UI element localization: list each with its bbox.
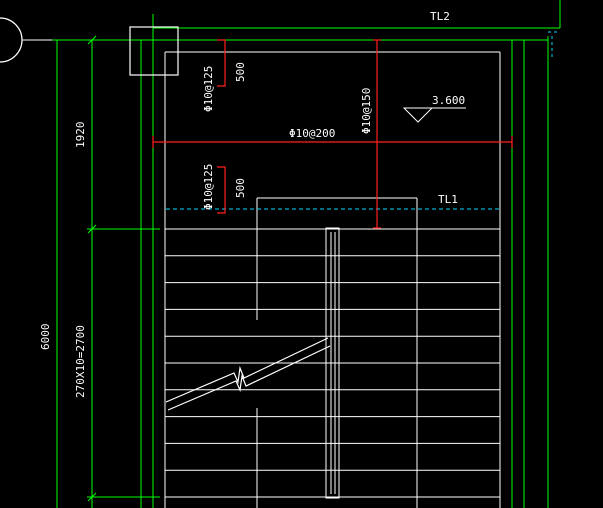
column-box (129, 26, 179, 76)
label-dim-total: 6000 (39, 324, 52, 351)
label-tl1: TL1 (438, 193, 458, 206)
dimension-lines (52, 35, 160, 508)
label-dim-steps: 270X10=2700 (74, 325, 87, 398)
label-tl2: TL2 (430, 10, 450, 23)
label-rebar-right: Φ10@150 (360, 88, 373, 134)
stair-treads (165, 228, 500, 498)
label-rebar-top-left: Φ10@125 (202, 66, 215, 112)
label-rebar-len-mid: 500 (234, 178, 247, 198)
label-rebar-len-top: 500 (234, 62, 247, 82)
label-elevation: 3.600 (432, 94, 465, 107)
label-dim-landing: 1920 (74, 122, 87, 149)
stair-outline (164, 51, 501, 508)
label-rebar-main: Φ10@200 (289, 127, 335, 140)
rebar-lines (152, 39, 513, 229)
label-rebar-mid-left: Φ10@125 (202, 164, 215, 210)
tl2-section-marks (548, 31, 560, 60)
elevation-symbol (402, 107, 466, 123)
break-line (165, 337, 331, 411)
